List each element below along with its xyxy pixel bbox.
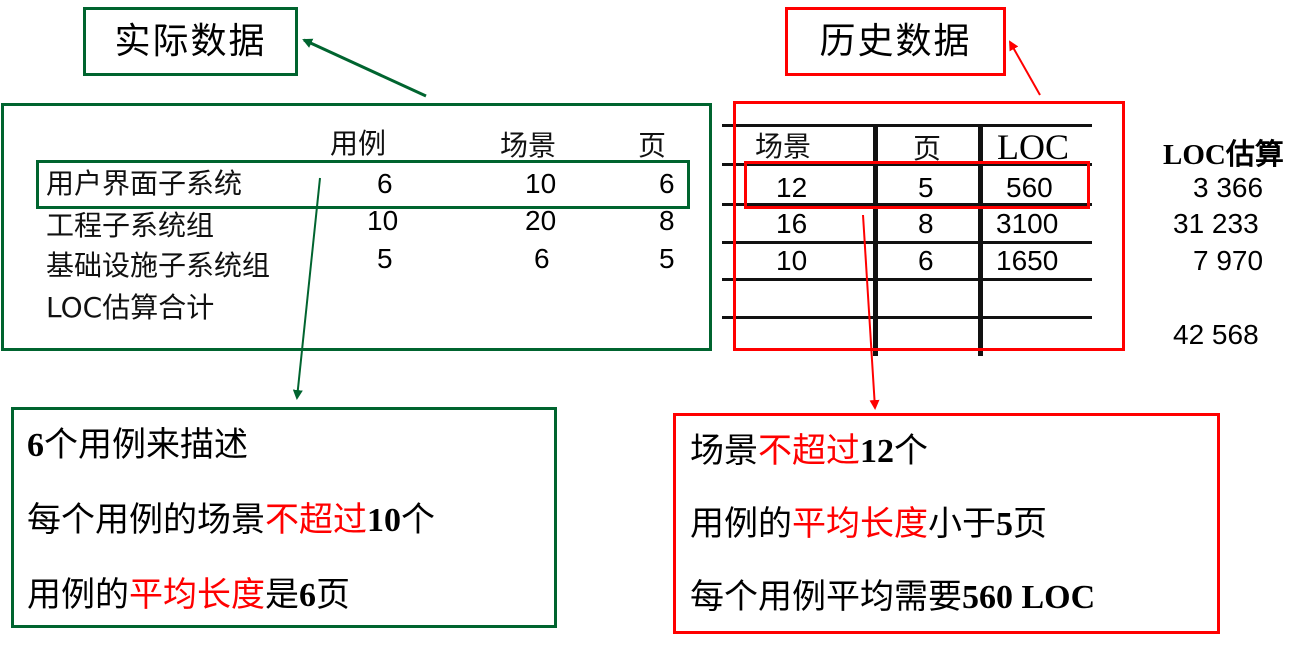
arrow-to-historical-label-icon — [1009, 40, 1041, 96]
actual-table-header-pages: 页 — [638, 129, 667, 162]
row-use-cases: 6 — [377, 168, 393, 199]
row-pages: 8 — [659, 205, 675, 236]
history-header-scenarios: 场景 — [755, 130, 812, 163]
row-scenarios: 16 — [776, 208, 808, 239]
loc-estimate-total: 42 568 — [1173, 319, 1259, 350]
historical-data-table-box — [733, 101, 1125, 351]
actual-table-header-scenarios: 场景 — [500, 129, 557, 162]
actual-note-line-3: 用例的平均长度是6页 — [27, 575, 350, 615]
row-pages: 6 — [918, 245, 934, 276]
row-pages: 5 — [659, 243, 675, 274]
actual-note-line-2: 每个用例的场景不超过10个 — [27, 500, 435, 540]
actual-note-line-1: 6个用例来描述 — [27, 425, 248, 465]
row-pages: 8 — [918, 208, 934, 239]
actual-notes-box — [11, 407, 557, 628]
row-loc: 560 — [1006, 172, 1053, 203]
row-name: LOC估算合计 — [46, 291, 215, 324]
row-scenarios: 10 — [525, 168, 557, 199]
row-use-cases: 5 — [377, 243, 393, 274]
historical-data-label-box: 历史数据 — [785, 7, 1006, 76]
row-use-cases: 10 — [367, 205, 399, 236]
row-loc: 1650 — [996, 245, 1059, 276]
loc-estimate-value: 31 233 — [1173, 208, 1259, 239]
actual-table-header-use-cases: 用例 — [330, 127, 387, 160]
actual-data-table-box — [1, 103, 712, 351]
historical-data-label: 历史数据 — [819, 20, 972, 62]
row-scenarios: 6 — [534, 243, 550, 274]
loc-estimate-value: 7 970 — [1193, 245, 1264, 276]
history-notes-box — [673, 413, 1220, 634]
row-scenarios: 12 — [776, 172, 808, 203]
history-note-line-3: 每个用例平均需要560 LOC — [690, 577, 1096, 617]
row-pages: 6 — [659, 168, 675, 199]
row-scenarios: 10 — [776, 245, 808, 276]
arrow-to-history-notes-icon — [862, 214, 880, 410]
history-note-line-2: 用例的平均长度小于5页 — [690, 504, 1047, 544]
actual-data-label: 实际数据 — [114, 20, 267, 62]
loc-estimate-header: LOC估算 — [1163, 139, 1284, 171]
history-header-loc: LOC — [997, 127, 1069, 167]
loc-estimate-value: 3 366 — [1193, 172, 1264, 203]
row-name: 用户界面子系统 — [46, 167, 243, 200]
actual-data-label-box: 实际数据 — [83, 7, 298, 76]
row-pages: 5 — [918, 172, 934, 203]
highlight-row-box-history — [744, 161, 1090, 209]
row-loc: 3100 — [996, 208, 1059, 239]
row-name: 工程子系统组 — [46, 209, 215, 242]
row-name: 基础设施子系统组 — [46, 249, 271, 282]
history-header-pages: 页 — [913, 132, 942, 165]
row-scenarios: 20 — [525, 205, 557, 236]
arrow-to-actual-notes-icon — [292, 177, 321, 400]
history-note-line-1: 场景不超过12个 — [690, 431, 928, 471]
highlight-row-box-actual — [36, 160, 690, 209]
arrow-to-actual-label-icon — [302, 38, 427, 98]
